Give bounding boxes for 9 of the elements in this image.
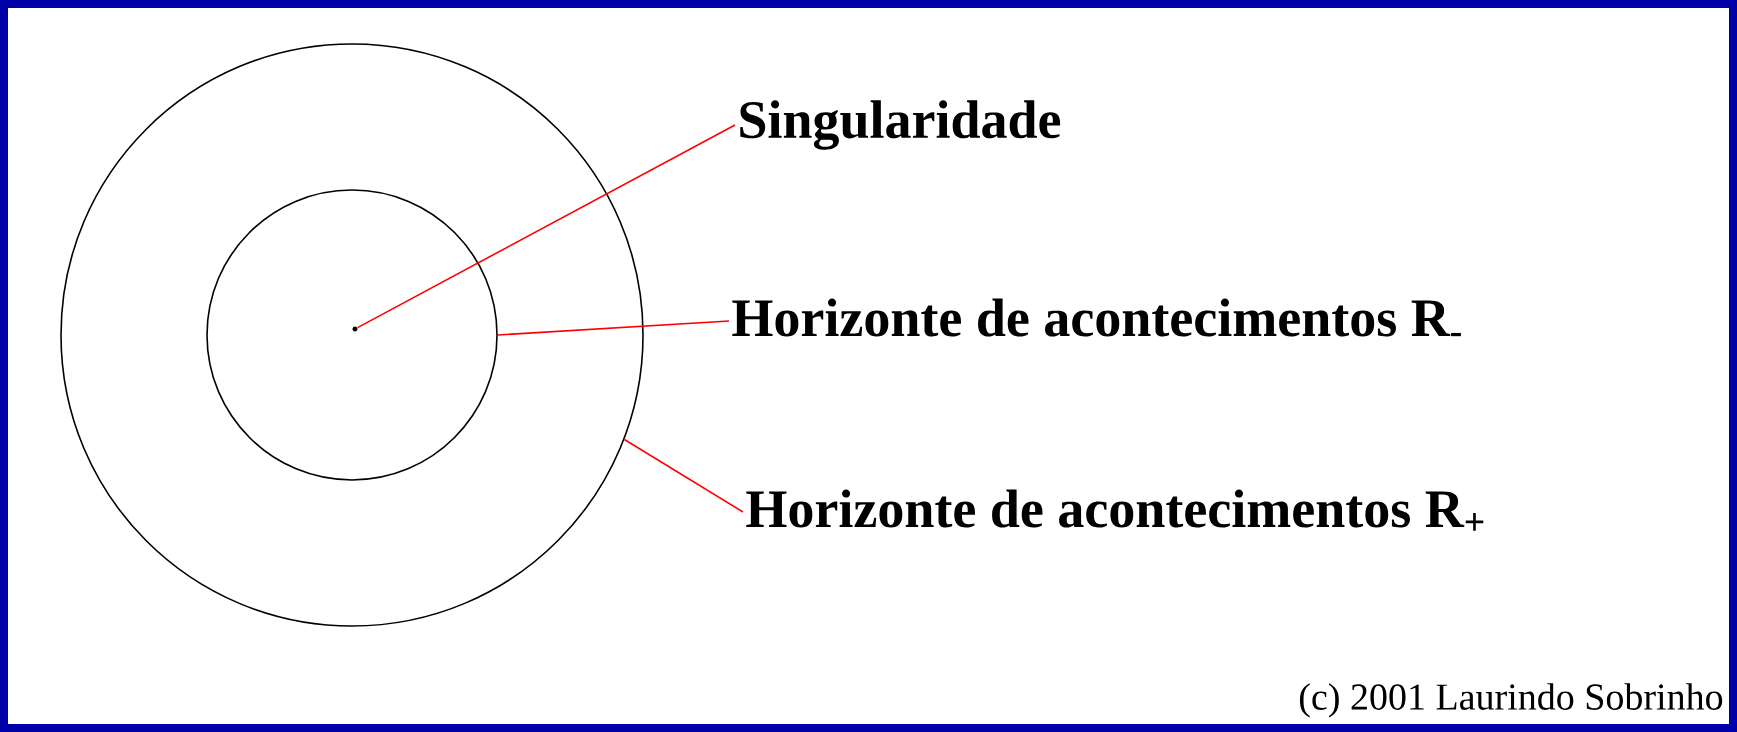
circle-outline	[206, 189, 498, 481]
leader-line	[623, 438, 744, 513]
leader-line	[497, 320, 730, 336]
circle-outline	[60, 43, 644, 627]
leader-line	[356, 124, 736, 329]
label-text: Horizonte de acontecimentos R$_{-}$	[732, 298, 1461, 337]
label-text: Horizonte de acontecimentos R$_{+}$	[746, 489, 1484, 531]
copyright-note: (c) 2001 Laurindo Sobrinho	[1299, 683, 1723, 718]
label-text: Singularidade	[740, 100, 1061, 150]
